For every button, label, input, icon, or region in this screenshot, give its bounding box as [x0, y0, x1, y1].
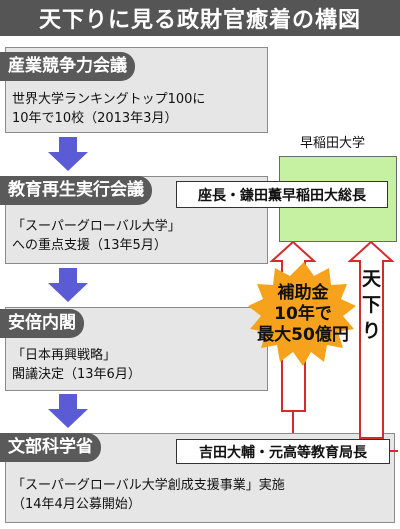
subsidy-text: 補助金 10年で 最大50億円 [251, 283, 355, 346]
stage-text-line: （14年4月公募開始） [12, 497, 141, 512]
subsidy-line: 最大50億円 [257, 325, 349, 345]
stage-text-line: 世界大学ランキングトップ100に [12, 92, 206, 107]
subsidy-line: 補助金 [277, 283, 329, 303]
stage-label-industrial-competitiveness-council: 産業競争力会議 [0, 52, 135, 81]
stage-text-line: への重点支援（13年5月） [12, 238, 167, 253]
amakudari-text: 天 下 り [360, 266, 383, 344]
stage-label-education-rebuilding-council: 教育再生実行会議 [0, 176, 152, 205]
down-arrow-icon [48, 268, 88, 302]
waseda-label: 早稲田大学 [300, 136, 366, 151]
stage-text-line: 10年で10校（2013年3月） [12, 111, 178, 126]
stage-label-abe-cabinet: 安倍内閣 [0, 309, 84, 338]
stage-text-line: 「日本再興戦略」 [12, 348, 117, 363]
amakudari-char: り [361, 320, 381, 342]
amakudari-char: 天 [361, 268, 381, 290]
stage-text-line: 閣議決定（13年6月） [12, 367, 141, 382]
amakudari-char: 下 [361, 294, 381, 316]
subsidy-line: 10年で [274, 304, 332, 324]
diagram-title: 天下りに見る政財官癒着の構図 [0, 0, 400, 36]
stage-text-line: 「スーパーグローバル大学創成支援事業」実施 [12, 478, 285, 493]
down-arrow-icon [48, 394, 88, 428]
stage-text-line: 「スーパーグローバル大学」 [12, 219, 181, 234]
former-official-box: 吉田大輔・元高等教育局長 [176, 439, 390, 464]
down-arrow-icon [48, 137, 88, 171]
stage-label-mext: 文部科学省 [0, 433, 101, 462]
chair-reference-box: 座長・鎌田薫早稲田大総長 [176, 181, 388, 208]
